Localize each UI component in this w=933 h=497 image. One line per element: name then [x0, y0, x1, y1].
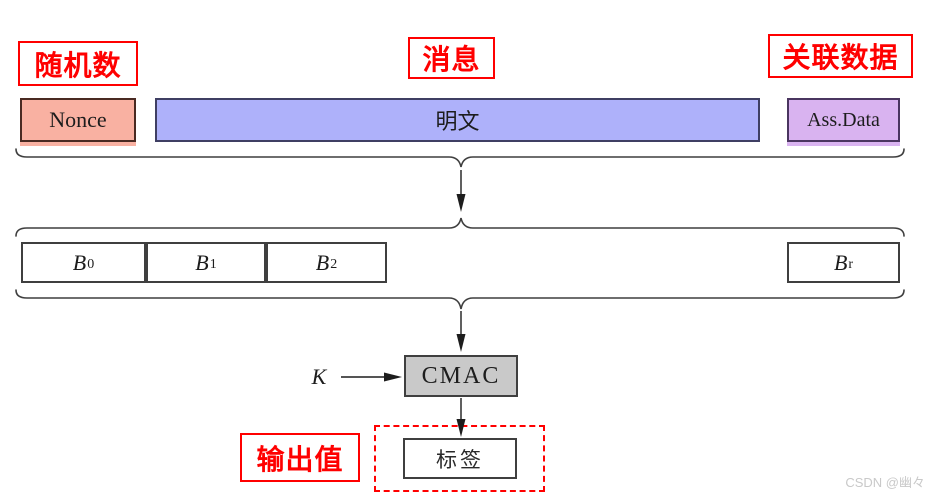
label-output-value: 输出值: [240, 433, 360, 482]
block-br-label: B: [833, 249, 848, 275]
brace-blocks-up: [15, 217, 905, 237]
label-message: 消息: [408, 37, 495, 79]
tag-box: 标签: [403, 438, 517, 479]
brace-inputs-down: [15, 148, 905, 168]
arrow-key-head: [384, 372, 402, 382]
block-b2-label: B: [315, 249, 330, 275]
nonce-box: Nonce: [20, 98, 136, 142]
cmac-box: CMAC: [404, 355, 518, 397]
label-random-number: 随机数: [18, 41, 138, 86]
arrow-split-head: [456, 194, 466, 212]
block-b1-sub: 1: [209, 256, 217, 272]
key-label: K: [311, 364, 327, 389]
block-br-sub: r: [848, 256, 854, 272]
block-b2-sub: 2: [330, 256, 338, 272]
plaintext-box: 明文: [155, 98, 760, 142]
associated-data-box: Ass.Data: [787, 98, 900, 142]
block-b1-label: B: [195, 249, 209, 275]
watermark: CSDN @幽々: [845, 475, 925, 490]
block-b0-label: B: [72, 249, 87, 275]
block-b0-sub: 0: [87, 256, 95, 272]
brace-blocks-down: [15, 289, 905, 310]
label-associated-data: 关联数据: [768, 34, 913, 78]
arrow-cmac-head: [456, 334, 466, 352]
